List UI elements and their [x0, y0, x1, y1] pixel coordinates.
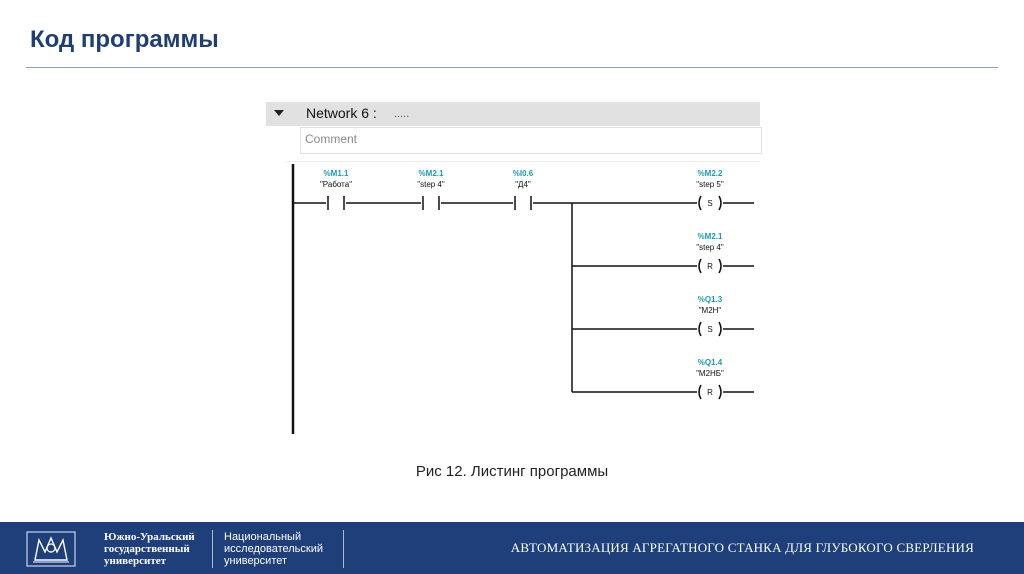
network-title-field[interactable]: .....: [394, 108, 410, 120]
university-name-line: Южно-Уральский: [104, 531, 195, 543]
coil-q1-4-reset[interactable]: %Q1.4 "M2HБ" R: [696, 358, 754, 400]
coil-symbol: "step 5": [696, 180, 724, 189]
coil-address: %Q1.3: [698, 295, 723, 304]
national-research-line: Национальный: [224, 531, 302, 543]
national-research-line: университет: [224, 555, 288, 567]
contact-symbol: "Д4": [515, 180, 531, 189]
ladder-rung: %M1.1 "Работа" %M2.1 "step 4" %I0.6 "Д4"…: [291, 164, 754, 434]
contact-m1-1[interactable]: %M1.1 "Работа": [320, 169, 352, 210]
contact-symbol: "Работа": [320, 180, 352, 189]
footer-separator: [343, 530, 344, 568]
contact-address: %I0.6: [513, 169, 534, 178]
national-research-label: Национальный исследовательский университ…: [224, 531, 323, 567]
ladder-diagram: %M1.1 "Работа" %M2.1 "step 4" %I0.6 "Д4"…: [286, 161, 760, 434]
title-divider: [26, 67, 998, 68]
collapse-triangle-icon[interactable]: [274, 110, 284, 116]
network-label: Network 6 :: [306, 105, 377, 121]
coil-symbol: "M2H": [699, 306, 722, 315]
contact-symbol: "step 4": [417, 180, 445, 189]
coil-m2-2-set[interactable]: %M2.2 "step 5" S: [696, 169, 754, 211]
coil-type: R: [707, 262, 713, 271]
coil-address: %M2.1: [698, 232, 723, 241]
network-comment-box[interactable]: Comment: [300, 127, 762, 154]
course-title: АВТОМАТИЗАЦИЯ АГРЕГАТНОГО СТАНКА ДЛЯ ГЛУ…: [510, 540, 974, 555]
contact-address: %M1.1: [324, 169, 349, 178]
contact-address: %M2.1: [419, 169, 444, 178]
figure-caption: Рис 12. Листинг программы: [415, 463, 609, 480]
coil-address: %M2.2: [698, 169, 723, 178]
coil-type: S: [707, 325, 712, 334]
coil-q1-3-set[interactable]: %Q1.3 "M2H" S: [698, 295, 754, 337]
university-name-line: государственный: [104, 543, 190, 555]
contact-i0-6[interactable]: %I0.6 "Д4": [513, 169, 534, 210]
footer-band: Южно-Уральский государственный университ…: [0, 522, 1024, 574]
university-crest-icon: [26, 531, 76, 567]
comment-placeholder: Comment: [305, 132, 358, 146]
contact-m2-1[interactable]: %M2.1 "step 4": [417, 169, 445, 210]
coil-symbol: "step 4": [696, 243, 724, 252]
university-name: Южно-Уральский государственный университ…: [104, 531, 195, 567]
national-research-line: исследовательский: [224, 543, 323, 555]
coil-address: %Q1.4: [698, 358, 723, 367]
footer-separator: [212, 530, 213, 568]
slide-title: Код программы: [30, 26, 219, 53]
coil-type: S: [707, 199, 712, 208]
coil-type: R: [707, 388, 713, 397]
coil-symbol: "M2HБ": [696, 369, 724, 378]
university-name-line: университет: [104, 555, 167, 567]
network-header[interactable]: Network 6 : .....: [266, 102, 760, 126]
coil-m2-1-reset[interactable]: %M2.1 "step 4" R: [696, 232, 754, 274]
